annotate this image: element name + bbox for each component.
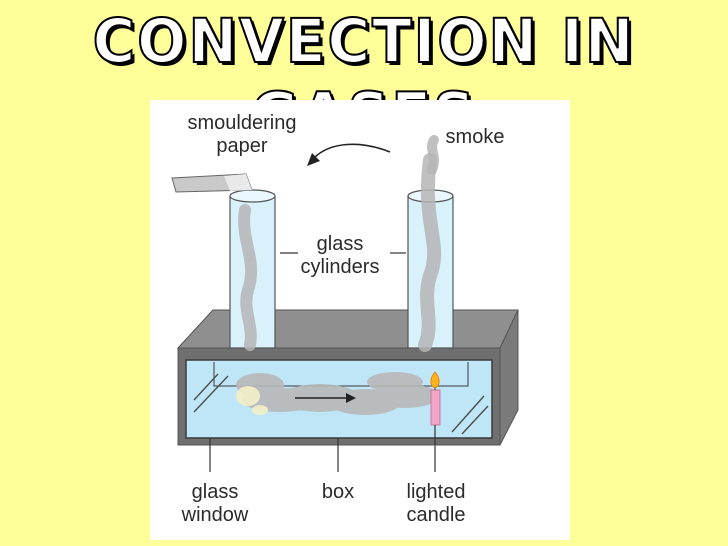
- slide-title: CONVECTION IN GASES: [92, 4, 636, 151]
- label-box: box: [321, 481, 355, 503]
- apparatus-illustration: [171, 135, 519, 472]
- label-smouldering-paper: smouldering paper: [187, 112, 297, 157]
- label-glass-window: glass window: [181, 481, 249, 526]
- label-glass-cylinders: glass cylinders: [300, 233, 380, 278]
- candle-flame: [430, 371, 440, 389]
- airflow-arrow-box: [295, 393, 356, 403]
- curved-arrow: [307, 143, 391, 166]
- right-glass-cylinder: [407, 135, 454, 352]
- label-smoke: smoke: [445, 126, 505, 148]
- glass-reflection-lines: [193, 373, 489, 435]
- candle: [430, 389, 441, 426]
- left-glass-cylinder: [229, 189, 276, 351]
- label-lighted-candle: lighted candle: [406, 481, 466, 526]
- smouldering-paper: [171, 173, 253, 193]
- convection-diagram: smouldering paper smoke glass cylinders …: [150, 100, 570, 540]
- box-top: [176, 309, 519, 349]
